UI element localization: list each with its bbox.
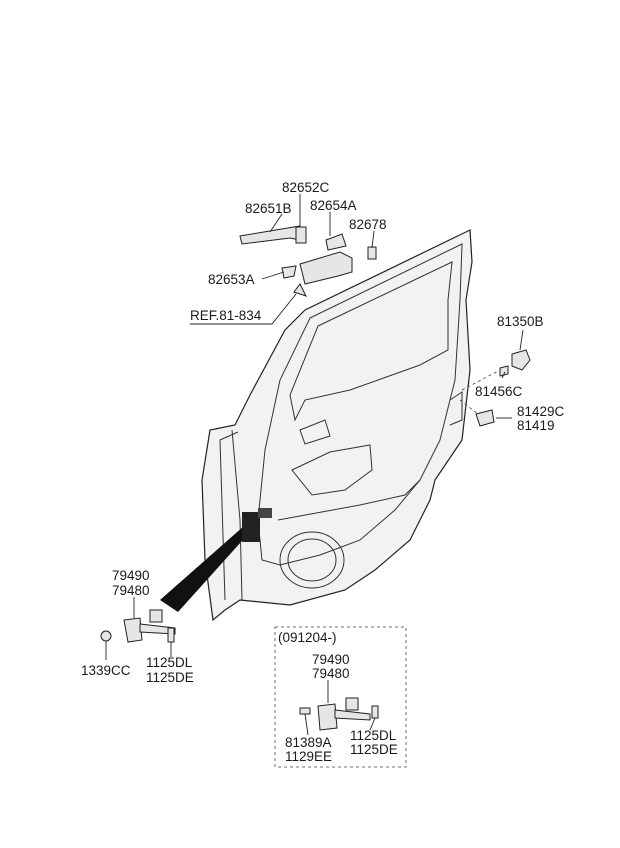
label-82654A: 82654A xyxy=(310,198,357,213)
leader-lines xyxy=(105,194,524,736)
door-checker-strip xyxy=(160,526,250,612)
label-1125DL: 1125DL xyxy=(146,655,193,670)
label-79480: 79480 xyxy=(112,583,150,598)
label-1339CC: 1339CC xyxy=(81,663,131,678)
label-82653A: 82653A xyxy=(208,272,255,287)
label-ref: REF.81-834 xyxy=(190,308,262,323)
label-82652C: 82652C xyxy=(282,180,330,195)
label-81350B: 81350B xyxy=(497,314,544,329)
label-81419: 81419 xyxy=(517,418,555,433)
label-81456C: 81456C xyxy=(475,384,523,399)
inset-door-checker xyxy=(299,697,379,731)
inset-label-1129EE: 1129EE xyxy=(285,749,332,764)
rear-door-panel xyxy=(201,229,473,622)
part-labels: 82652C 82651B 82654A 82678 82653A REF.81… xyxy=(81,180,565,764)
inset-label-79490: 79490 xyxy=(312,652,350,667)
latch-bracket xyxy=(242,512,260,542)
inset-label-1125DE: 1125DE xyxy=(350,742,398,757)
inset-label-81389A: 81389A xyxy=(285,735,332,750)
inset-label-1125DL: 1125DL xyxy=(350,728,397,743)
inset-date-label: (091204-) xyxy=(278,630,337,645)
label-79490: 79490 xyxy=(112,568,150,583)
door-latch-parts xyxy=(475,349,531,427)
inset-box xyxy=(274,626,407,768)
label-82678: 82678 xyxy=(349,217,387,232)
label-81429C: 81429C xyxy=(517,404,565,419)
inset-label-79480: 79480 xyxy=(312,666,350,681)
door-checker-assembly xyxy=(100,609,176,643)
label-82651B: 82651B xyxy=(245,201,292,216)
label-1125DE: 1125DE xyxy=(146,670,194,685)
outside-handle-assembly xyxy=(239,225,377,297)
